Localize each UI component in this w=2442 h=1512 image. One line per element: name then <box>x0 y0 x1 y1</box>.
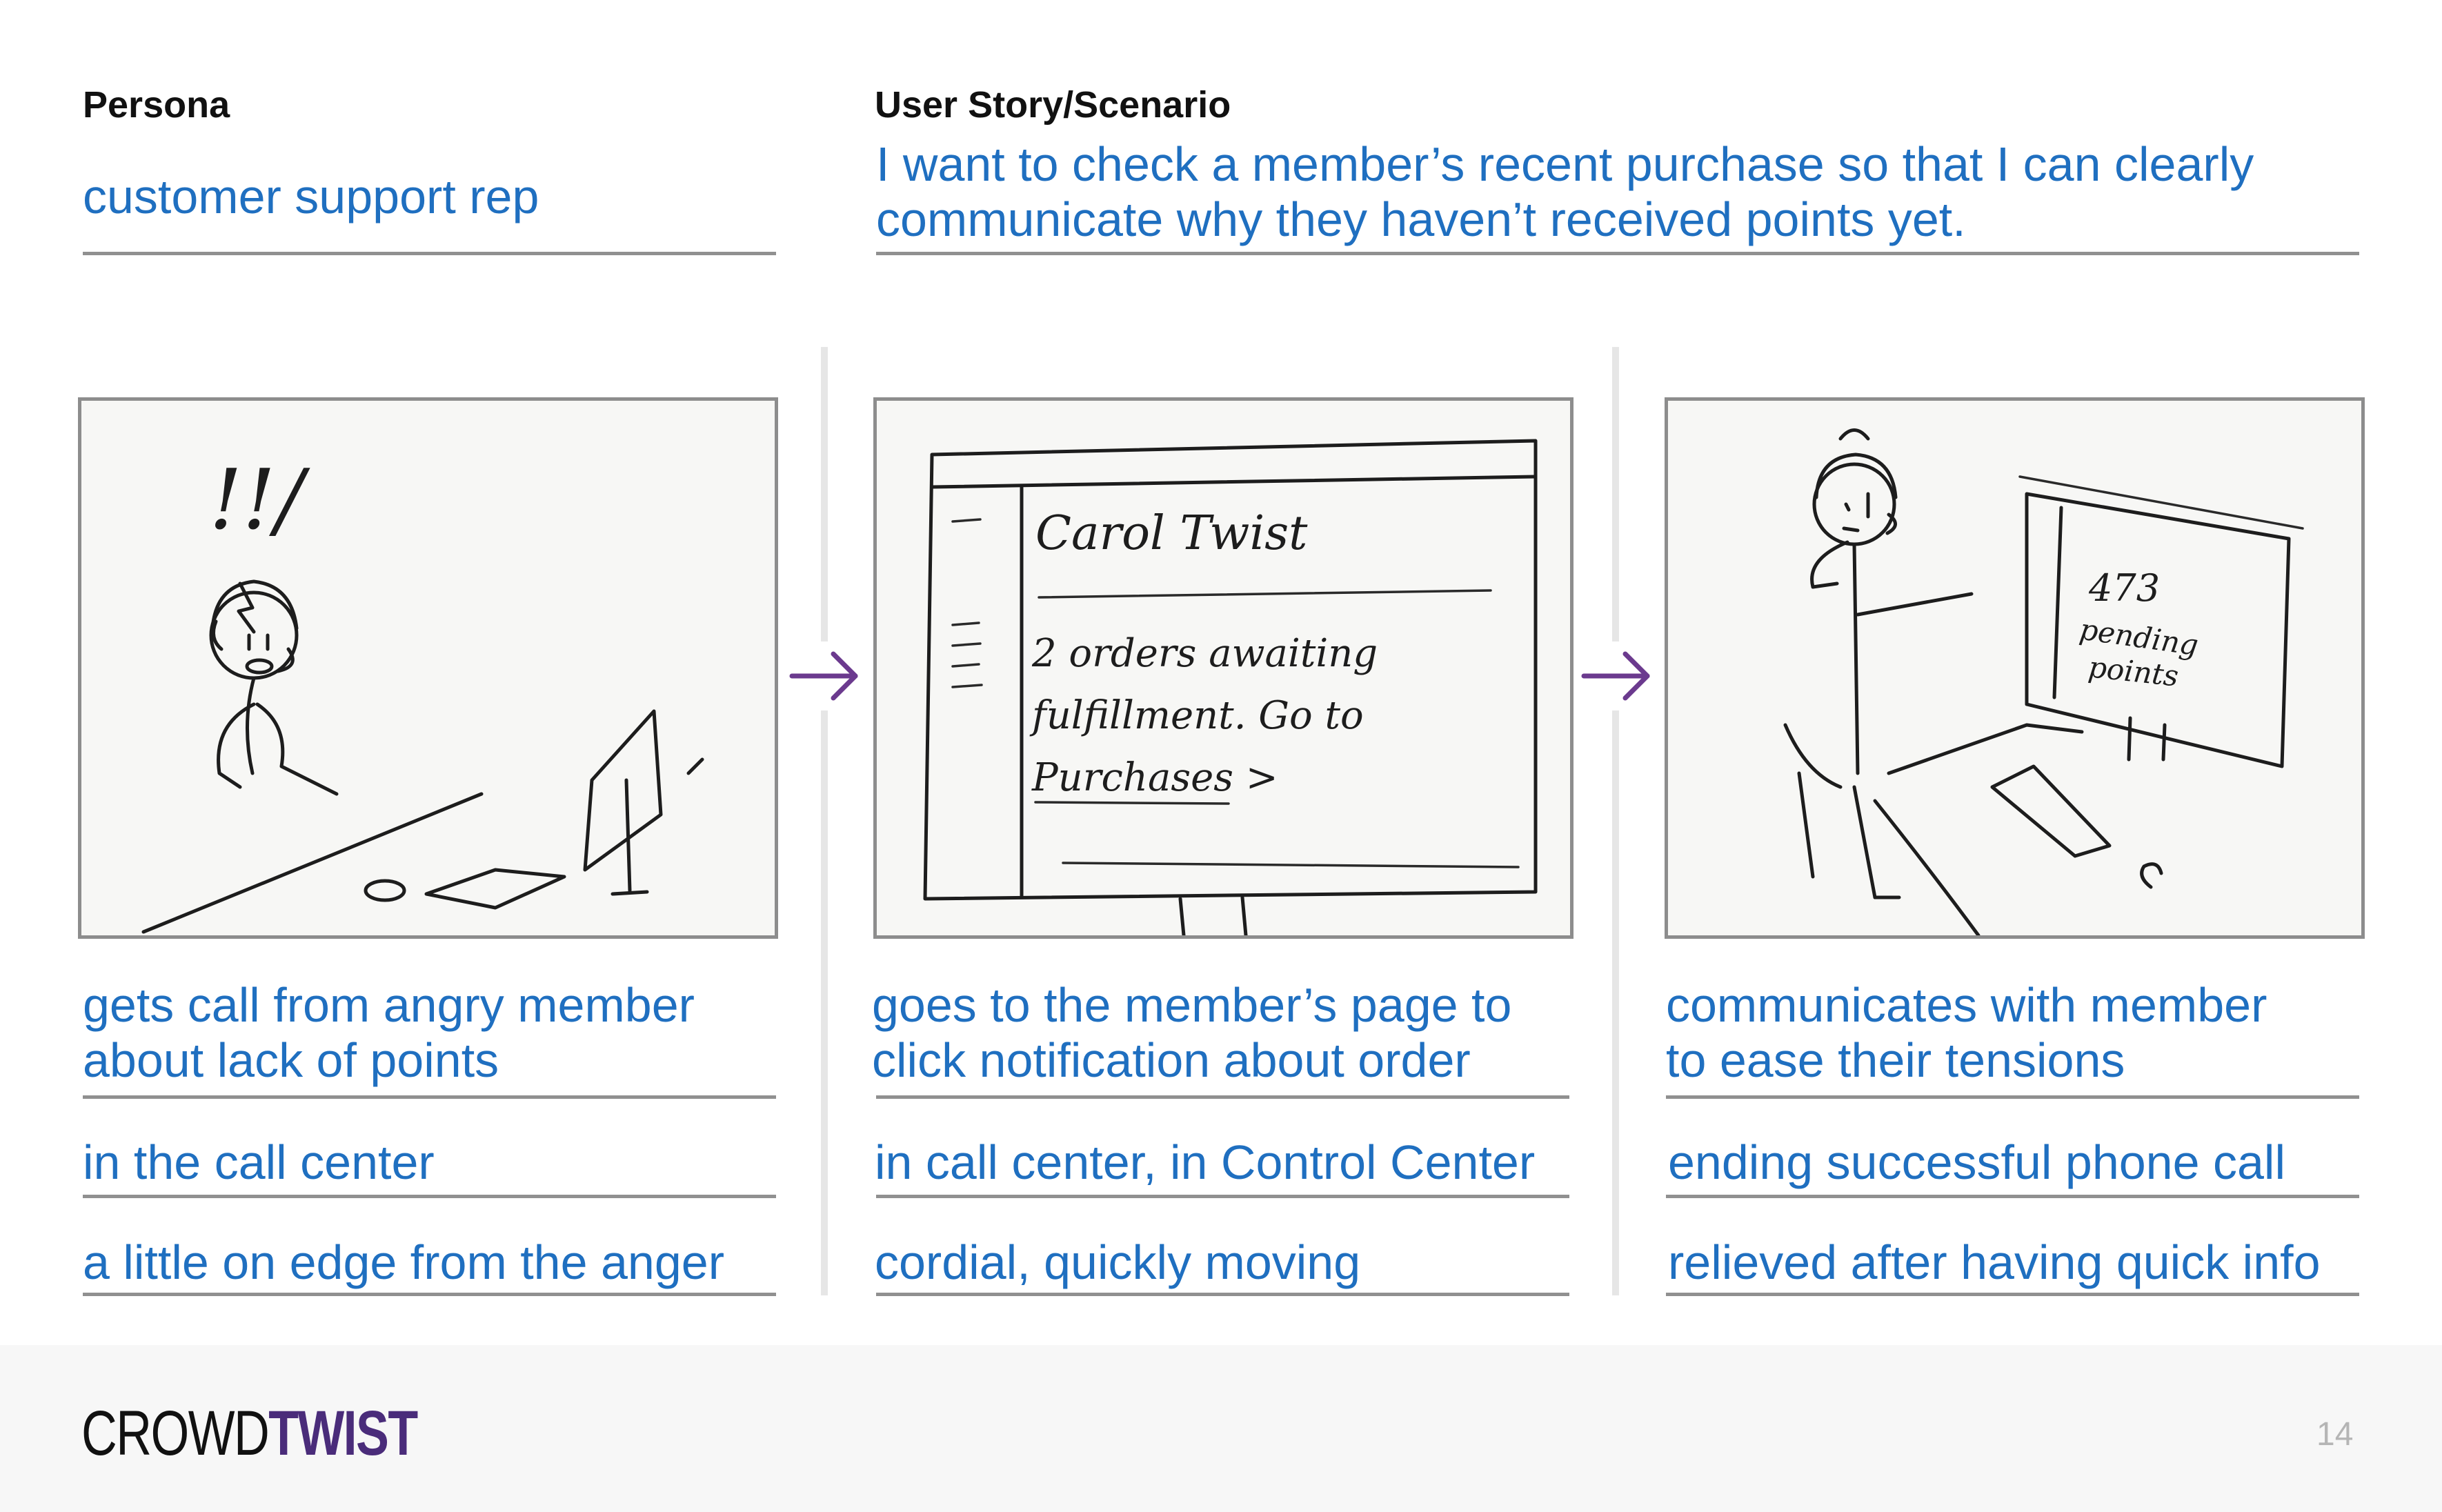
panel-2-emotion: cordial, quickly moving <box>875 1235 1361 1289</box>
panel-1-action-line-2: about lack of points <box>83 1033 499 1087</box>
flow-arrow-1 <box>786 641 862 710</box>
panel-1-action-line-1: gets call from angry member <box>83 978 695 1032</box>
logo-twist: TWIST <box>268 1398 418 1469</box>
storyboard-panel-3: 473 pending points <box>1665 397 2365 939</box>
column-divider-2 <box>1612 347 1619 1295</box>
page-number: 14 <box>2316 1416 2354 1453</box>
sketch-orders-line-1: 2 orders awaiting <box>1031 631 1378 676</box>
panel-3-context: ending successful phone call <box>1668 1135 2286 1189</box>
persona-rule <box>83 252 776 255</box>
stick-figure-resolved-sketch: 473 pending points <box>1783 428 2304 935</box>
sketch-member-name: Carol Twist <box>1035 506 1308 561</box>
stick-figure-call-sketch: !!/ <box>141 452 704 934</box>
panel-2-rule-3 <box>876 1293 1569 1296</box>
panel-3-rule-1 <box>1666 1095 2359 1099</box>
crowdtwist-logo: CROWDTWIST <box>81 1398 418 1469</box>
persona-text: customer support rep <box>83 170 539 223</box>
sketch-exclaim: !!/ <box>209 452 310 548</box>
panel-3-rule-2 <box>1666 1195 2359 1198</box>
panel-1-context: in the call center <box>83 1135 435 1189</box>
storyboard-panel-1: !!/ <box>78 397 778 939</box>
sketch-points-number: 473 <box>2088 566 2160 610</box>
panel-2-rule-2 <box>876 1195 1569 1198</box>
panel-3-emotion: relieved after having quick info <box>1668 1235 2321 1289</box>
sketch-orders-line-2: fulfillment. Go to <box>1029 693 1364 738</box>
flow-arrow-2 <box>1578 641 1654 710</box>
panel-1-rule-2 <box>83 1195 776 1198</box>
panel-2-action-line-2: click notification about order <box>872 1033 1471 1087</box>
story-line-1: I want to check a member’s recent purcha… <box>876 137 2254 191</box>
panel-1-rule-1 <box>83 1095 776 1099</box>
panel-1-rule-3 <box>83 1293 776 1296</box>
column-divider-1 <box>821 347 828 1295</box>
panel-1-emotion: a little on edge from the anger <box>83 1235 725 1289</box>
panel-2-action-line-1: goes to the member’s page to <box>872 978 1512 1032</box>
story-line-2: communicate why they haven’t received po… <box>876 192 1966 246</box>
panel-3-rule-3 <box>1666 1293 2359 1296</box>
logo-crowd: CROWD <box>81 1398 270 1469</box>
panel-3-action-line-1: communicates with member <box>1666 978 2267 1032</box>
panel-2-context: in call center, in Control Center <box>875 1135 1536 1189</box>
persona-heading: Persona <box>83 84 230 126</box>
footer-bar <box>0 1345 2442 1512</box>
panel-3-action-line-2: to ease their tensions <box>1666 1033 2125 1087</box>
sketch-purchases-link: Purchases > <box>1031 755 1278 800</box>
story-heading: User Story/Scenario <box>875 84 1231 126</box>
story-rule <box>876 252 2359 255</box>
panel-2-rule-1 <box>876 1095 1569 1099</box>
storyboard-panel-2: Carol Twist 2 orders awaiting fulfillmen… <box>873 397 1574 939</box>
screen-wireframe-sketch: Carol Twist 2 orders awaiting fulfillmen… <box>923 439 1538 935</box>
